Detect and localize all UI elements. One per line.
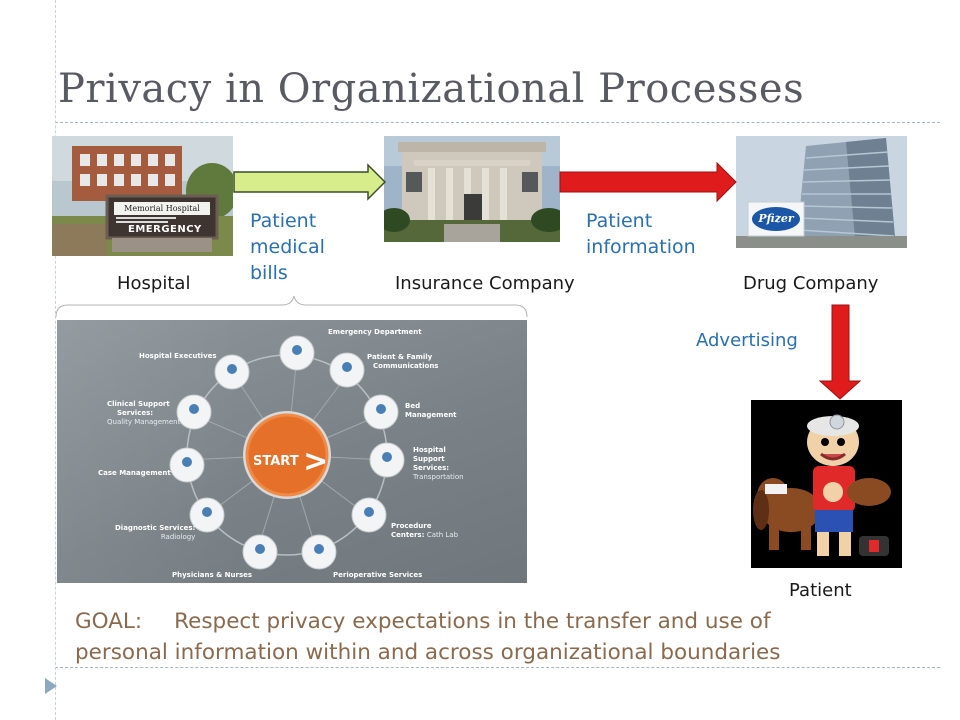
wheel-node-hospital-executives: Hospital Executives [139,352,217,360]
flow-label-advertising: Advertising [696,330,798,351]
drug-company-photo: Pfizer [736,136,907,248]
start-label: START > [253,444,329,479]
slide-bullet-icon [45,678,57,694]
wheel-bracket [55,295,528,318]
slide-title: Privacy in Organizational Processes [58,66,805,112]
patient-cartoon [751,400,902,568]
wheel-node-diagnostic: Diagnostic Services:Radiology [115,524,196,541]
wheel-node-case-management: Case Management [98,469,171,477]
footer-divider [55,667,940,668]
flow-label-medical-bills: Patient medical bills [250,210,325,284]
drug-company-label: Drug Company [743,273,879,294]
title-divider [55,122,940,123]
hospital-process-wheel: START > Emergency Department Patient & F… [57,320,527,583]
insurance-company-photo [384,136,560,242]
red-arrow-insurance-to-drug [559,161,737,203]
wheel-node-physicians-nurses: Physicians & Nurses [172,571,253,579]
wheel-graphic [169,335,405,570]
goal-line-1: Respect privacy expectations in the tran… [174,609,771,634]
green-arrow-hospital-to-insurance [233,163,387,201]
wheel-node-perioperative: Perioperative Services [333,571,423,579]
patient-label: Patient [789,580,852,601]
margin-rule [55,0,56,720]
red-arrow-drug-to-patient [818,304,862,400]
hospital-photo: Memorial Hospital EMERGENCY [52,136,233,256]
insurance-company-label: Insurance Company [395,273,575,294]
hospital-sign-name: Memorial Hospital [124,204,200,213]
flow-label-patient-information: Patient information [586,210,696,258]
wheel-node-emergency: Emergency Department [328,328,422,336]
goal-statement: GOAL: Respect privacy expectations in the… [75,606,780,668]
pfizer-logo-text: Pfizer [758,212,794,225]
hospital-label: Hospital [117,273,191,294]
goal-line-2: personal information within and across o… [75,640,781,665]
hospital-sign-emergency: EMERGENCY [128,224,202,235]
goal-label: GOAL: [75,609,143,634]
